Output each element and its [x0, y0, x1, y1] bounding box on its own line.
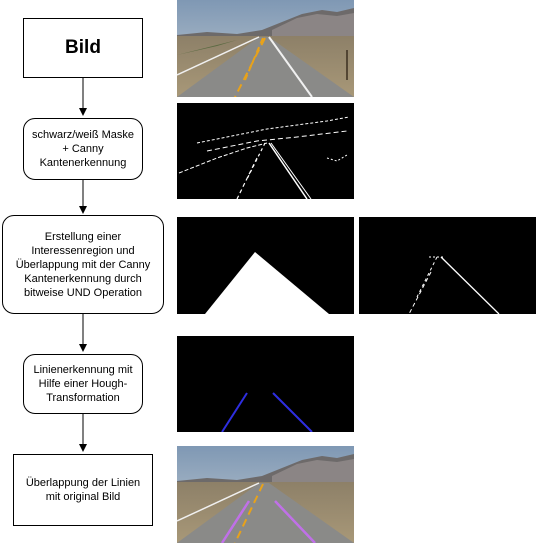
road-photo [177, 0, 354, 97]
step-region: Erstellung einer Interessenregion und Üb… [2, 215, 164, 314]
step-bild-label: Bild [65, 37, 101, 58]
region-mask [177, 217, 354, 314]
step-maske-label: schwarz/weiß Maske + Canny Kantenerkennu… [31, 129, 135, 169]
step-overlay-label: Überlappung der Linien mit original Bild [25, 477, 141, 503]
step-bild: Bild [23, 18, 143, 78]
overlay-photo [177, 446, 354, 543]
step-hough-label: Linienerkennung mit Hilfe einer Hough- T… [33, 364, 133, 404]
step-maske: schwarz/weiß Maske + Canny Kantenerkennu… [23, 118, 143, 180]
canny-edges [177, 103, 354, 199]
step-hough: Linienerkennung mit Hilfe einer Hough- T… [23, 354, 143, 414]
step-overlay: Überlappung der Linien mit original Bild [13, 454, 153, 526]
step-region-label: Erstellung einer Interessenregion und Üb… [15, 230, 151, 299]
masked-edges [359, 217, 536, 314]
hough-lines [177, 336, 354, 432]
